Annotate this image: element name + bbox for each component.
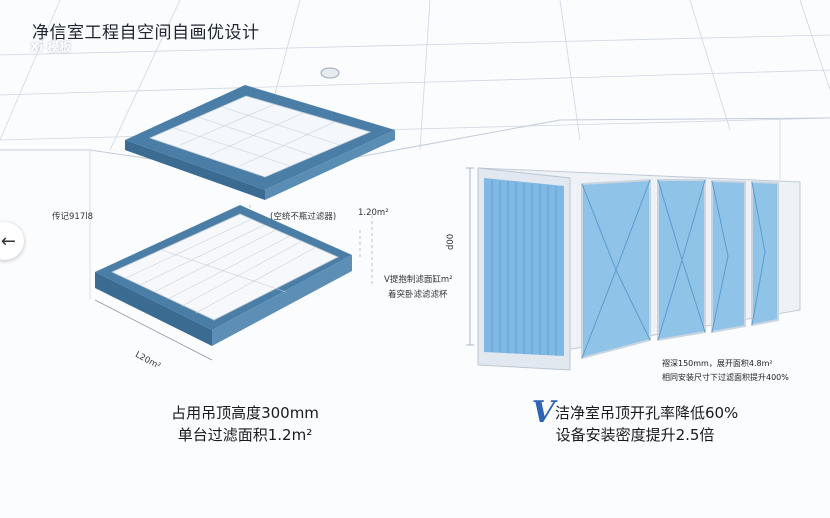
panel-filter <box>94 205 352 361</box>
caption-right-line1: 洁净室吊顶开孔率降低60% <box>554 404 739 422</box>
caption-left: 占用吊顶高度300mm 单台过滤面积1.2m² <box>150 402 340 446</box>
caption-right-row1: V洁净室吊顶开孔率降低60% <box>520 398 750 428</box>
label-right-side: d00 <box>446 233 456 250</box>
caption-right: V洁净室吊顶开孔率降低60% 设备安装密度提升2.5倍 <box>520 398 750 446</box>
v-letter-logo: V <box>531 395 555 430</box>
label-left-c: 1.20m² <box>358 208 389 218</box>
spec-line-2: 相同安装尺寸下过滤面积提升400% <box>662 373 789 382</box>
watermark-logo: Xi 模板 <box>30 40 72 54</box>
caption-left-line1: 占用吊顶高度300mm <box>171 404 319 422</box>
ceiling-edge <box>0 117 830 176</box>
v-bank-filter <box>466 167 801 371</box>
label-left-b: (空统不瓶过滤器) <box>270 212 337 222</box>
ceiling-light <box>320 67 340 79</box>
caption-right-line2: 设备安装密度提升2.5倍 <box>555 426 715 444</box>
page-title: 净信室工程自空间自画优设计 <box>32 23 260 43</box>
label-left-a: 传记917l8 <box>52 212 93 222</box>
spec-line-1: 褶深150mm，展开面积4.8m² <box>662 359 773 368</box>
label-right-v1: V提抱制滤面缸m² <box>384 275 453 285</box>
caption-left-line2: 单台过滤面积1.2m² <box>177 426 313 444</box>
label-right-v2: 着突卧滤滤滤杯 <box>388 290 448 300</box>
ceiling-filter-unit <box>125 85 395 200</box>
